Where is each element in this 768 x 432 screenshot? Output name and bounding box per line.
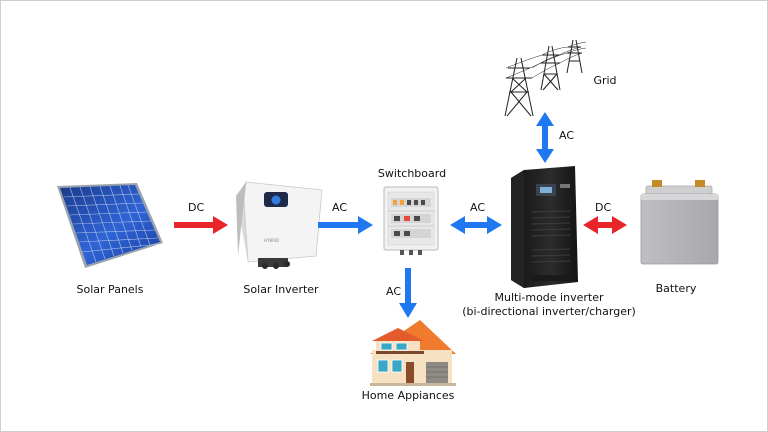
battery-icon <box>640 180 719 265</box>
switchboard-label: Switchboard <box>377 167 447 180</box>
dc-arrow-multimode-battery <box>583 216 627 234</box>
flow-label-ac-home: AC <box>386 285 402 298</box>
home-appliances-label: Home Appiances <box>361 389 455 402</box>
solar-panels-label: Solar Panels <box>76 283 144 296</box>
multi-mode-inverter-icon <box>511 166 578 288</box>
multi-mode-inverter-label: Multi-mode inverter <box>494 291 604 304</box>
house-icon <box>370 320 456 386</box>
multi-mode-inverter-sublabel: (bi-directional inverter/charger) <box>462 305 636 318</box>
grid-label: Grid <box>593 74 617 87</box>
inverter-brand-text: HYBRID <box>264 238 279 243</box>
solar-panel-icon <box>57 183 163 268</box>
battery-label: Battery <box>655 282 697 295</box>
ac-arrow-switchboard-multimode <box>450 216 502 234</box>
flow-label-dc-battery: DC <box>595 201 612 214</box>
ac-arrow-inverter-switchboard <box>318 216 373 234</box>
flow-label-ac-inverter: AC <box>332 201 348 214</box>
switchboard-icon <box>383 186 439 255</box>
flow-label-ac-switchboard: AC <box>470 201 486 214</box>
dc-arrow-panels-inverter <box>174 216 228 234</box>
power-grid-icon <box>504 39 587 117</box>
solar-inverter-label: Solar Inverter <box>243 283 319 296</box>
flow-label-ac-grid: AC <box>559 129 575 142</box>
flow-label-dc-panels: DC <box>188 201 205 214</box>
ac-arrow-switchboard-home <box>399 268 417 318</box>
solar-inverter-icon: HYBRID <box>236 181 323 269</box>
ac-arrow-grid-multimode <box>536 112 554 163</box>
